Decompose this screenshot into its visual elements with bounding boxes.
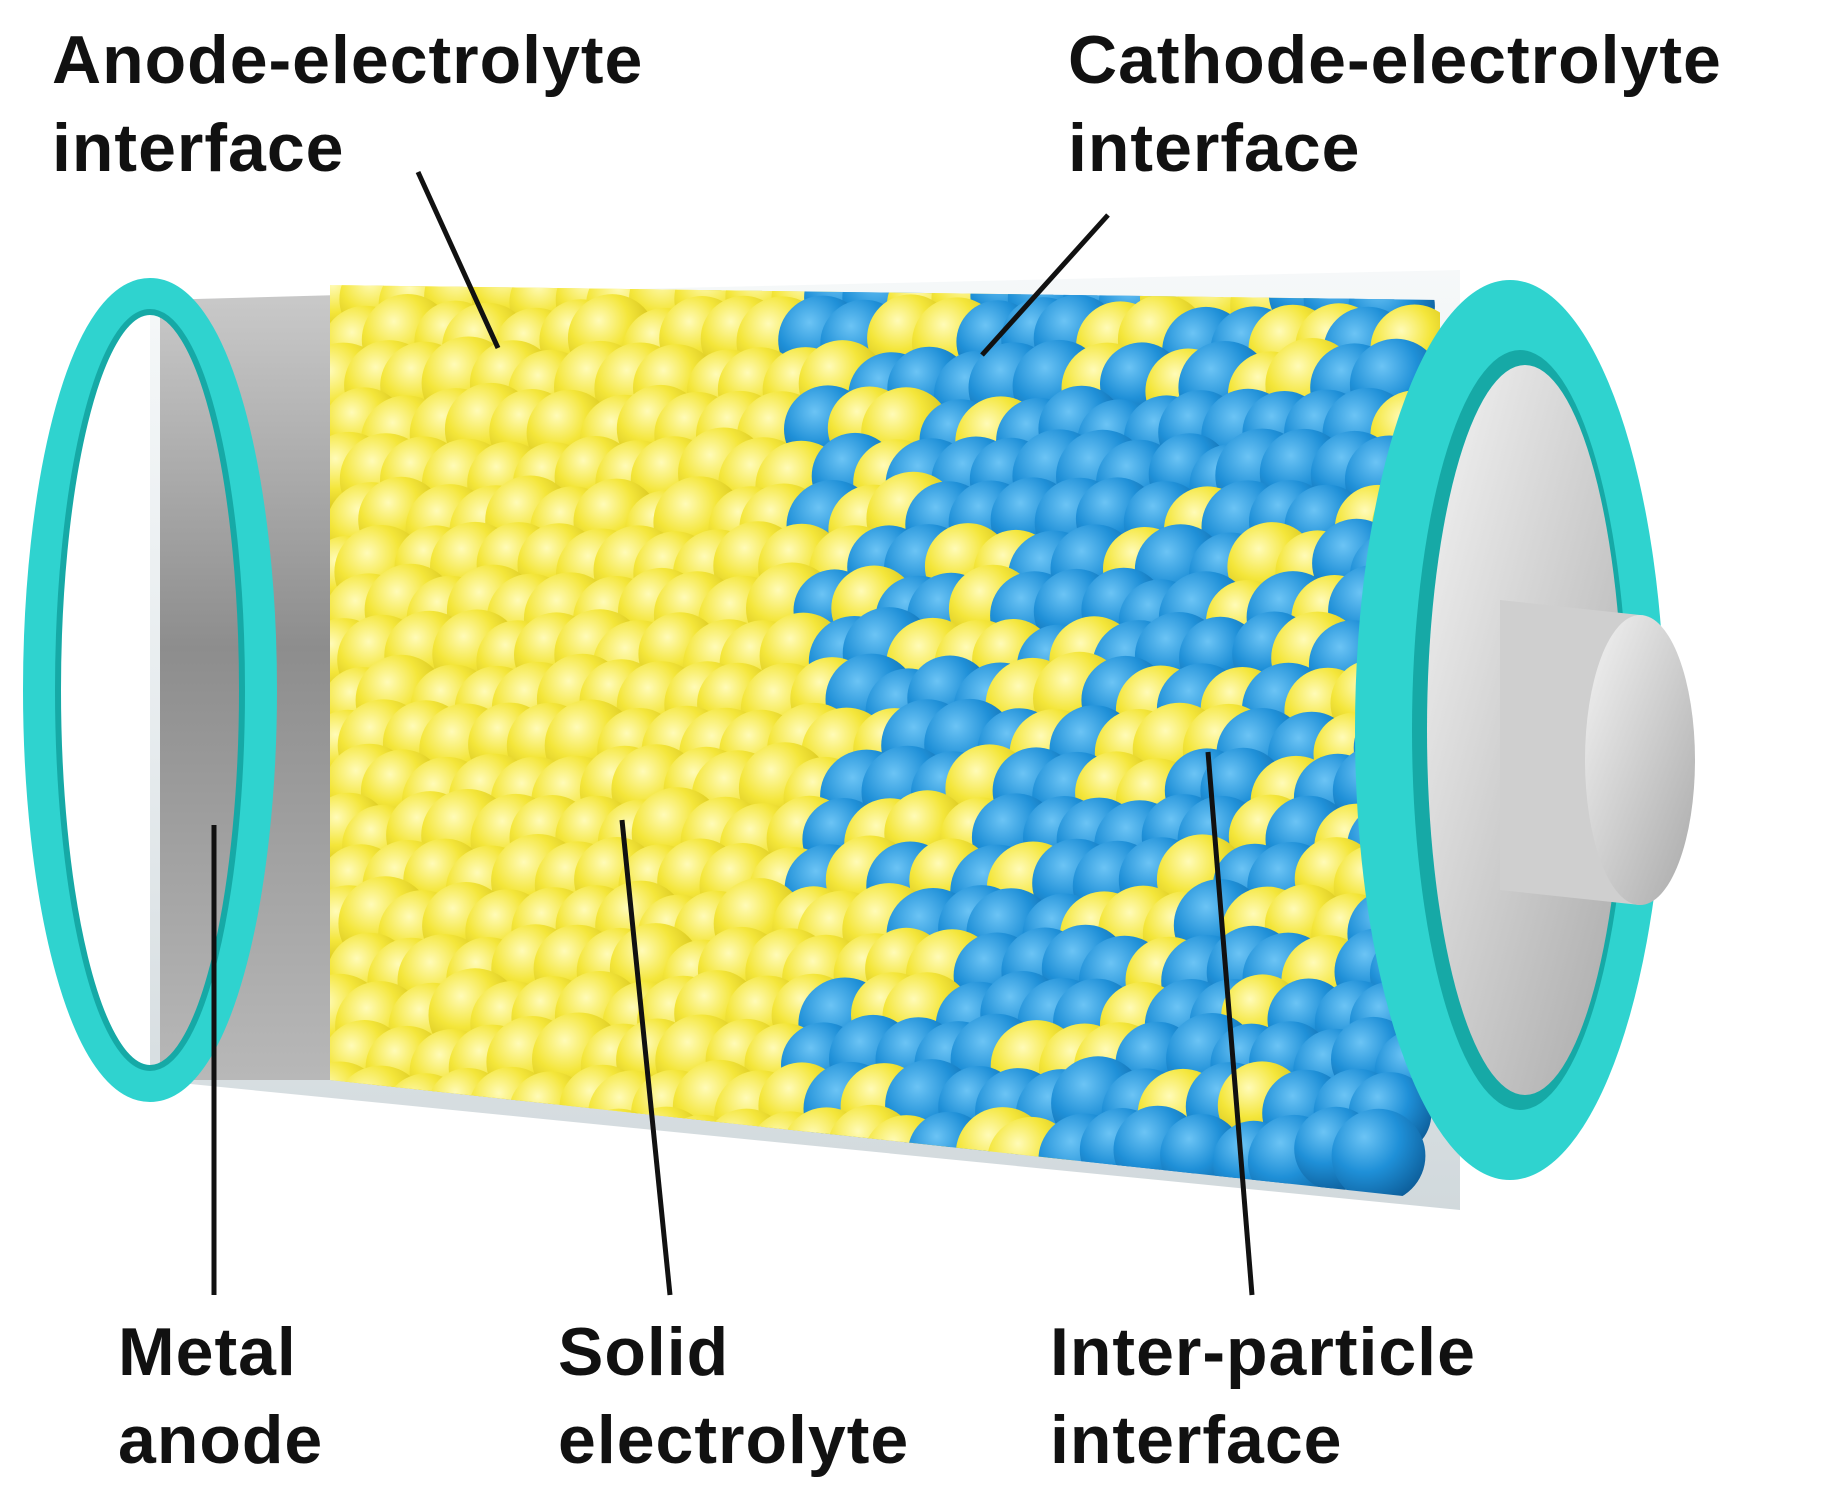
label-anode-electrolyte-interface: Anode-electrolyte interface [52, 22, 644, 186]
leader-inter [1205, 751, 1255, 1296]
electrolyte-particle [330, 1115, 409, 1200]
electrolyte-particle [364, 1117, 448, 1200]
label-solid-electrolyte: Solid electrolyte [558, 1314, 910, 1478]
cathode-particle [1331, 1108, 1426, 1200]
leader-anode-if [415, 170, 501, 350]
label-cathode-electrolyte-interface: Cathode-electrolyte interface [1068, 22, 1722, 186]
electrolyte-particle [487, 1112, 582, 1200]
label-inter-particle-interface: Inter-particle interface [1050, 1314, 1476, 1478]
electrolyte-particle [441, 1106, 533, 1198]
left-ring [23, 278, 277, 1102]
leader-cathode-if [980, 213, 1110, 357]
electrolyte-particle [401, 1114, 491, 1200]
leader-solid [619, 819, 673, 1296]
particle-layer [330, 285, 1440, 1200]
leader-lines [211, 170, 1255, 1296]
label-metal-anode: Metal anode [118, 1314, 324, 1478]
